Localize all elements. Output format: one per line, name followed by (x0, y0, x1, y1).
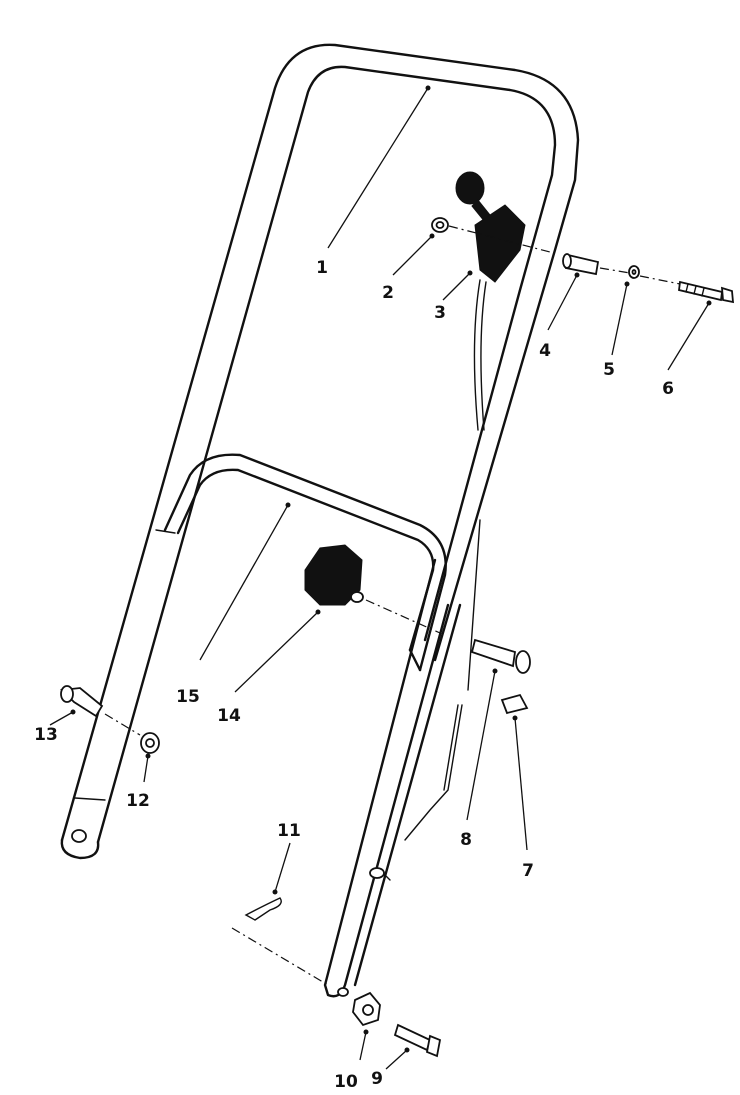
callout-5: 5 (603, 360, 615, 380)
cable-clip-7 (500, 693, 529, 715)
clip-11 (244, 897, 282, 921)
callout-14: 14 (217, 706, 241, 726)
knob-14 (304, 544, 364, 606)
callout-9: 9 (371, 1069, 383, 1089)
nut-12 (140, 732, 160, 754)
upper-handle (60, 43, 580, 860)
callout-labels: 1 2 3 4 5 6 7 8 9 10 11 12 13 14 15 (34, 258, 674, 1092)
throttle-control (455, 171, 526, 431)
nut-2 (431, 217, 449, 233)
bolt-9 (393, 1023, 442, 1058)
callout-11: 11 (277, 821, 301, 841)
bolt-13 (60, 685, 104, 718)
callout-1: 1 (316, 258, 328, 278)
callout-4: 4 (539, 341, 551, 361)
callout-2: 2 (382, 283, 394, 303)
callout-13: 13 (34, 725, 58, 745)
bolt-8 (470, 638, 531, 674)
nut-10 (352, 991, 381, 1027)
washer-5 (628, 265, 640, 279)
leader-lines (49, 85, 712, 1070)
callout-10: 10 (334, 1072, 358, 1092)
callout-15: 15 (176, 687, 200, 707)
callout-12: 12 (126, 791, 150, 811)
callout-3: 3 (434, 303, 446, 323)
callout-8: 8 (460, 830, 472, 850)
callout-7: 7 (522, 861, 534, 881)
spacer-4 (562, 253, 600, 276)
bolt-6 (678, 280, 735, 304)
lower-handle (163, 453, 462, 998)
callout-6: 6 (662, 379, 674, 399)
